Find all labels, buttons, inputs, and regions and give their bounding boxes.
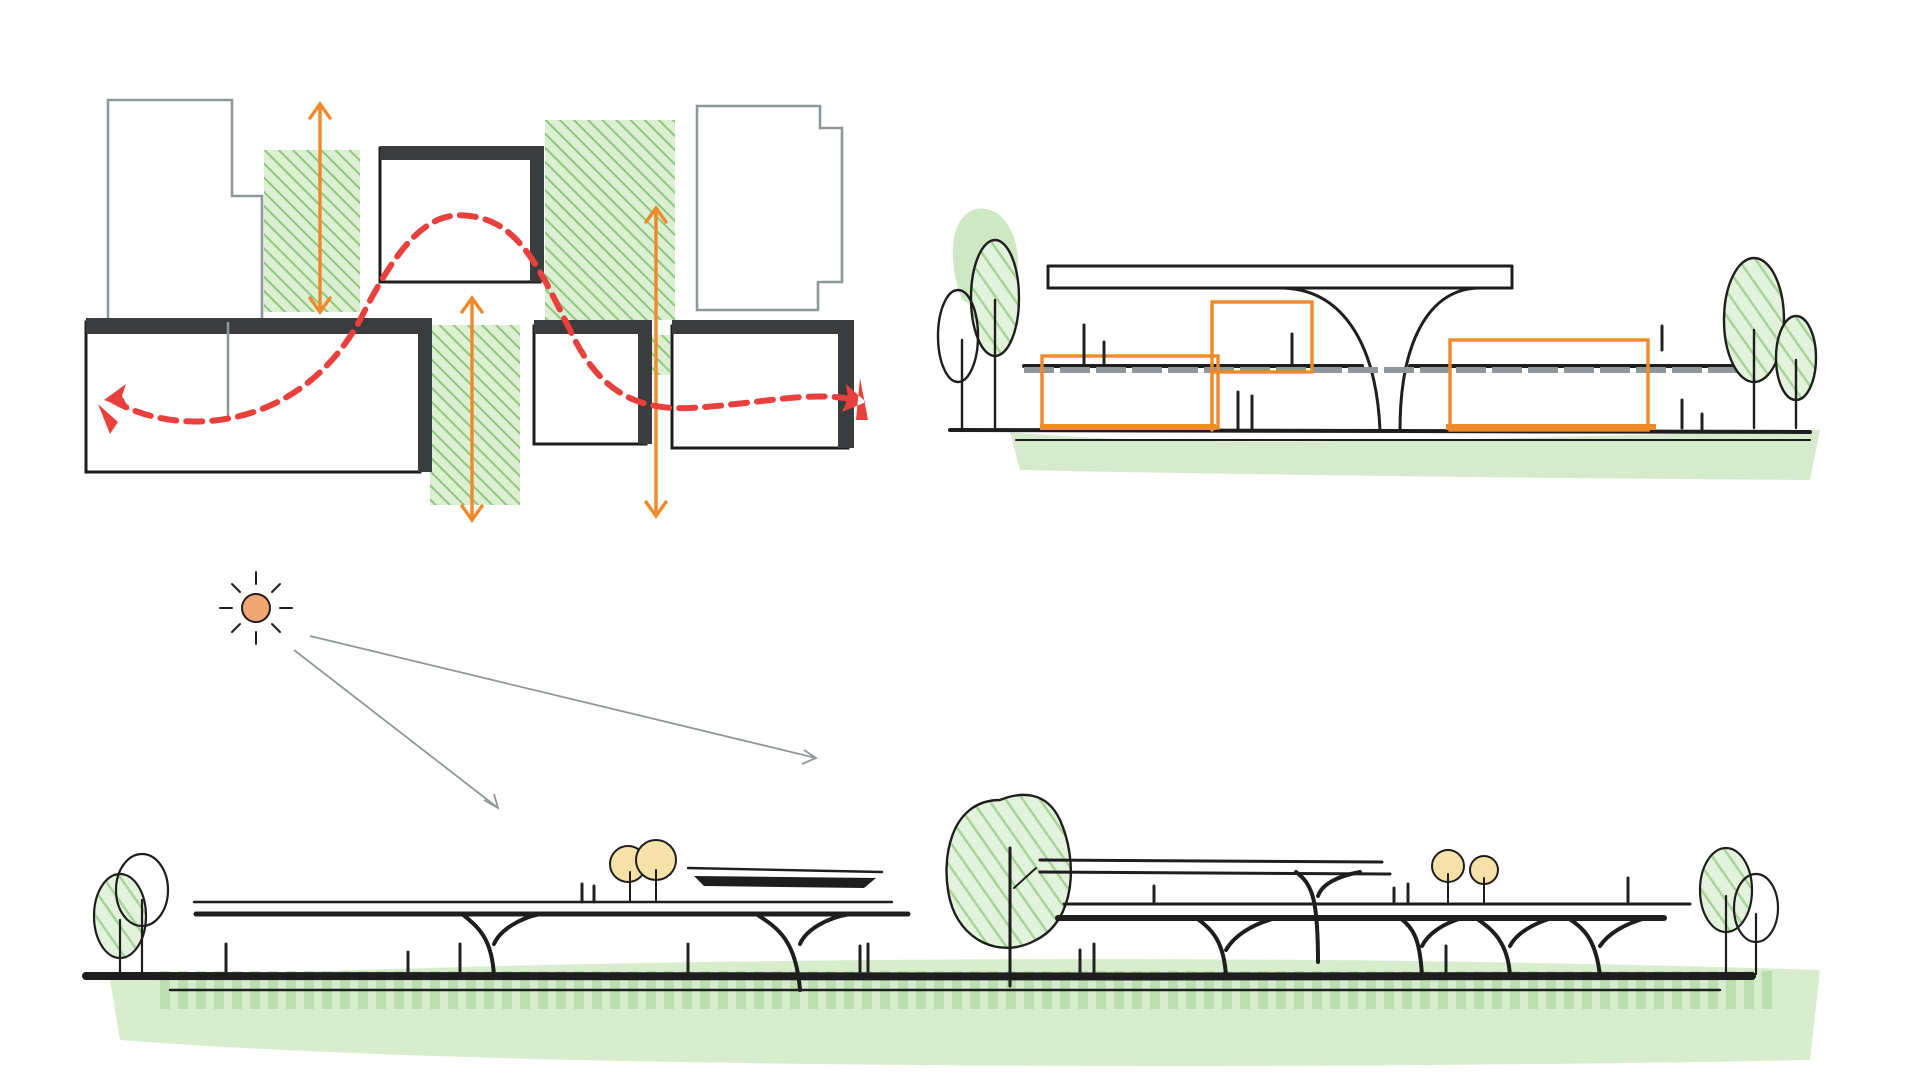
tree-icon: [92, 852, 170, 976]
arrow-icon: [308, 101, 332, 315]
green-space-2: [545, 120, 675, 320]
tree-icon: [936, 208, 1021, 430]
long-elevation: [82, 571, 1820, 1066]
tree-icon: [1722, 256, 1818, 430]
tree-icon: [945, 793, 1073, 988]
arrow-icon: [98, 384, 130, 434]
building-block-top: [378, 146, 544, 284]
tree-icon: [1431, 849, 1499, 905]
building-section: [936, 208, 1820, 480]
green-space-1: [264, 150, 360, 312]
circulation-path: [109, 212, 859, 425]
building-block-middle: [532, 320, 652, 446]
existing-building-right: [695, 104, 844, 312]
building-block-right: [670, 320, 854, 450]
arrow-icon: [293, 649, 500, 810]
existing-building-left: [106, 98, 264, 322]
green-space-3: [430, 325, 520, 505]
arrow-icon: [842, 378, 868, 420]
person-icon: [1082, 323, 1704, 432]
tree-icon: [1698, 846, 1780, 976]
building-block-left: [84, 318, 432, 474]
site-plan: [84, 98, 868, 523]
person-icon: [224, 876, 1630, 974]
arrow-icon: [460, 295, 484, 523]
sun-icon: [219, 571, 293, 645]
tree-icon: [609, 839, 677, 903]
arrow-icon: [644, 205, 668, 519]
arrow-icon: [309, 635, 818, 765]
